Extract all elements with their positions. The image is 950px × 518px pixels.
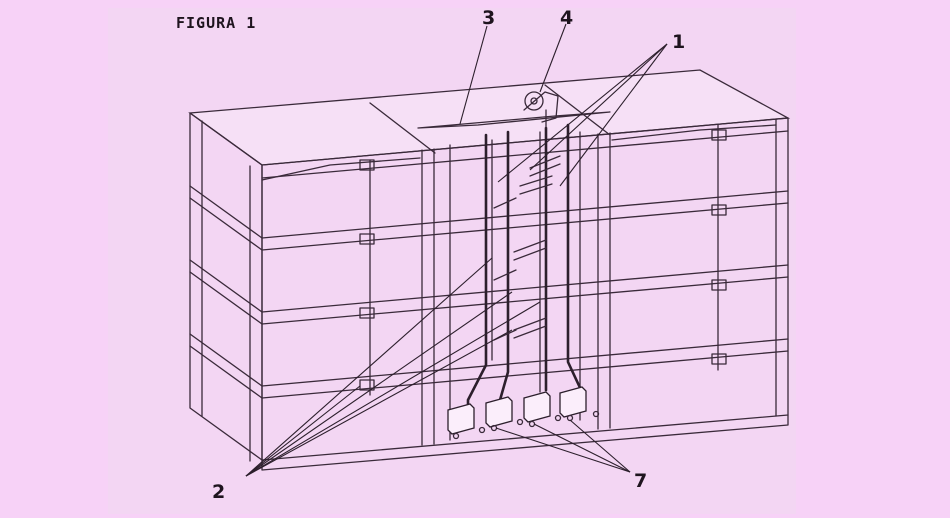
drive-box-3 [523,391,551,423]
drive-box-1 [447,403,475,435]
lift-shaft [417,91,611,441]
guide-rail-2 [498,130,510,402]
pulley-bracket [523,91,559,123]
leader-lines [245,23,668,477]
drive-box-4 [559,386,587,418]
callout-4: 4 [560,7,573,29]
callout-1: 1 [672,31,685,53]
figure-title: FIGURA 1 [176,14,256,32]
shaft-top-opening [417,111,611,129]
shelving-structure [188,69,791,471]
callout-3: 3 [482,7,495,29]
callout-2: 2 [212,481,225,503]
callout-7: 7 [634,470,647,492]
drive-box-2 [485,396,513,428]
guide-rail-4 [566,123,584,394]
drive-units [447,386,600,440]
